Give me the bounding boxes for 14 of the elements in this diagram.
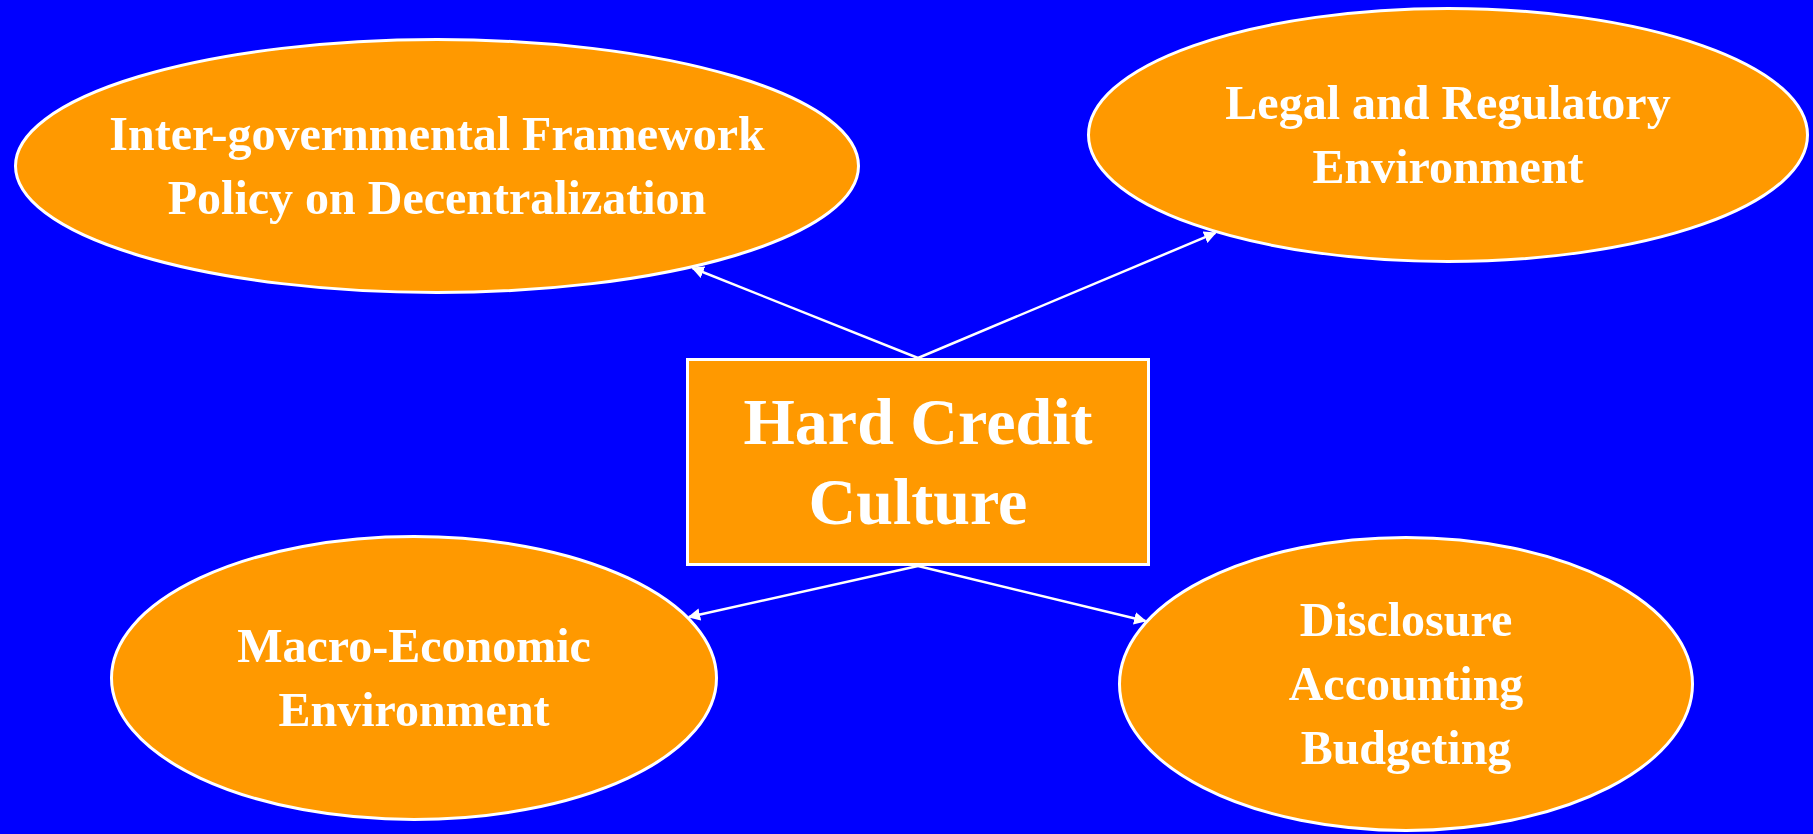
process-box <box>686 358 1150 566</box>
arrow <box>691 266 919 360</box>
process-ellipse <box>1087 7 1809 263</box>
process-ellipse <box>14 38 860 294</box>
node-label: Disclosure Accounting Budgeting <box>1287 592 1525 776</box>
node-label: Legal and Regulatory Environment <box>1224 75 1672 195</box>
arrow <box>917 231 1217 360</box>
node-label: Inter-governmental Framework Policy on Decentralization <box>108 106 766 226</box>
node-label: Hard Credit Culture <box>742 384 1094 540</box>
process-ellipse <box>1118 536 1694 832</box>
arrow <box>687 564 919 621</box>
arrow <box>917 564 1147 625</box>
node-label: Macro-Economic Environment <box>236 618 592 738</box>
process-ellipse <box>110 535 718 821</box>
